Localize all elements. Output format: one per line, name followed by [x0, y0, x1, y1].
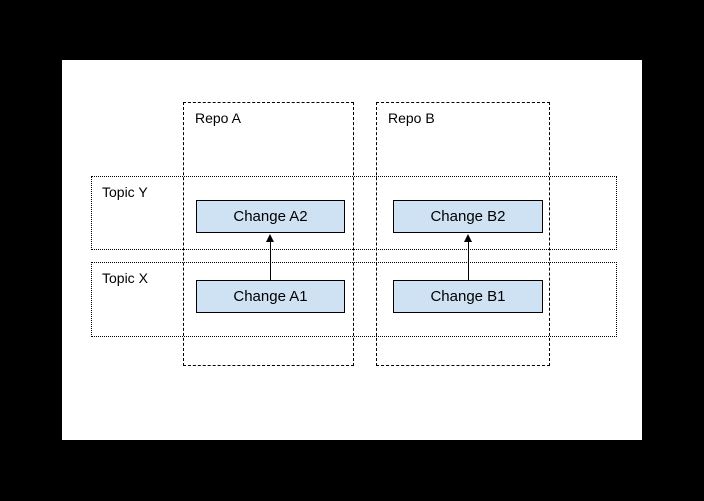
change-b2-node: Change B2	[393, 200, 543, 233]
change-b2-label: Change B2	[430, 208, 506, 225]
repo-a-box: Repo A	[183, 102, 354, 366]
change-a1-node: Change A1	[196, 280, 345, 313]
change-a2-node: Change A2	[196, 200, 345, 233]
arrow-a1-to-a2-line	[270, 240, 271, 280]
arrow-b1-to-b2-head-icon	[464, 234, 472, 242]
change-b1-label: Change B1	[430, 288, 506, 305]
change-b1-node: Change B1	[393, 280, 543, 313]
change-a1-label: Change A1	[233, 288, 308, 305]
topic-x-box: Topic X	[91, 262, 617, 337]
topic-y-label: Topic Y	[102, 184, 148, 200]
arrow-a1-to-a2-head-icon	[266, 234, 274, 242]
repo-b-label: Repo B	[388, 110, 435, 126]
repo-b-box: Repo B	[376, 102, 550, 366]
topic-x-label: Topic X	[102, 270, 148, 286]
change-a2-label: Change A2	[233, 208, 308, 225]
topic-y-box: Topic Y	[91, 176, 617, 250]
diagram-canvas: Topic Y Topic X Repo A Repo B Change A2 …	[62, 60, 642, 440]
repo-a-label: Repo A	[195, 110, 241, 126]
arrow-b1-to-b2-line	[468, 240, 469, 280]
